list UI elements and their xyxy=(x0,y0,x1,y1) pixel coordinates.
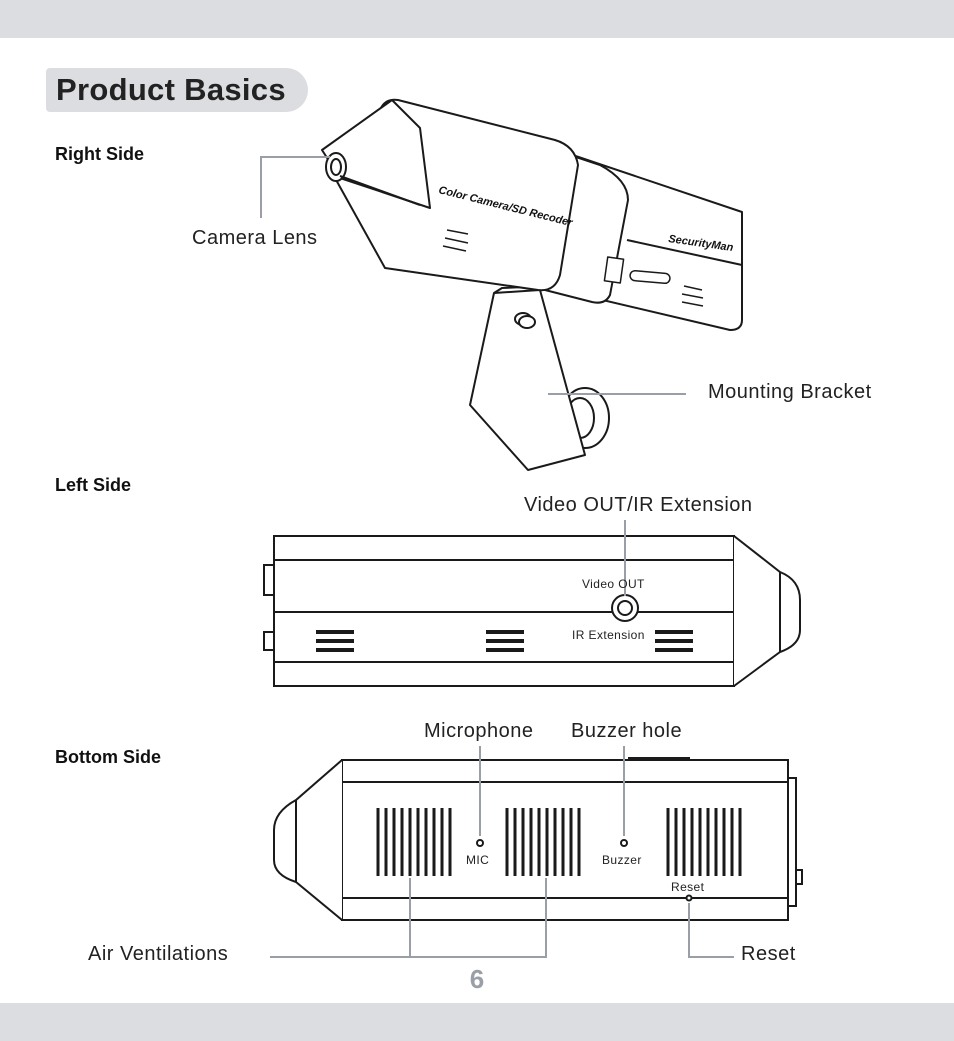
mounting-bracket-shape xyxy=(469,289,586,471)
bottom-view-body xyxy=(341,759,789,921)
callout-reset: Reset xyxy=(741,943,796,965)
bottom-view-vents xyxy=(376,808,742,876)
title-pill xyxy=(46,68,308,112)
device-label-buzzer: Buzzer xyxy=(602,853,642,867)
buzzer-hole xyxy=(620,839,628,847)
bottom-band xyxy=(0,1003,954,1041)
left-view-lens-end xyxy=(733,535,801,687)
sd-card-slot xyxy=(603,256,625,284)
camera-bottom-view xyxy=(273,757,803,921)
microphone-hole xyxy=(476,839,484,847)
callout-microphone: Microphone xyxy=(424,720,534,742)
callout-air-ventilations: Air Ventilations xyxy=(88,943,229,965)
camera-right-view xyxy=(321,98,743,471)
device-label-reset: Reset xyxy=(671,880,705,894)
device-label-mic: MIC xyxy=(466,853,490,867)
left-view-vents xyxy=(316,630,693,652)
top-band xyxy=(0,0,954,38)
bottom-view-lens-end xyxy=(273,759,343,921)
page-number: 6 xyxy=(469,964,485,994)
page-title: Product Basics xyxy=(56,72,286,107)
sd-slot-opening xyxy=(629,269,671,285)
section-label-right-side: Right Side xyxy=(55,144,144,164)
callout-video-out-ir: Video OUT/IR Extension xyxy=(524,494,753,516)
device-label-ir-extension: IR Extension xyxy=(572,628,645,642)
air-ventilations-leader xyxy=(270,878,547,958)
camera-lens-leader xyxy=(260,156,330,218)
reset-hole xyxy=(685,894,693,902)
callout-camera-lens: Camera Lens xyxy=(192,227,318,249)
callout-mounting-bracket: Mounting Bracket xyxy=(708,381,872,403)
device-label-video-out: Video OUT xyxy=(582,577,645,591)
camera-left-view xyxy=(263,535,801,687)
section-label-bottom-side: Bottom Side xyxy=(55,747,161,767)
reset-leader xyxy=(688,903,734,958)
section-label-left-side: Left Side xyxy=(55,475,132,495)
callout-buzzer-hole: Buzzer hole xyxy=(571,720,683,742)
